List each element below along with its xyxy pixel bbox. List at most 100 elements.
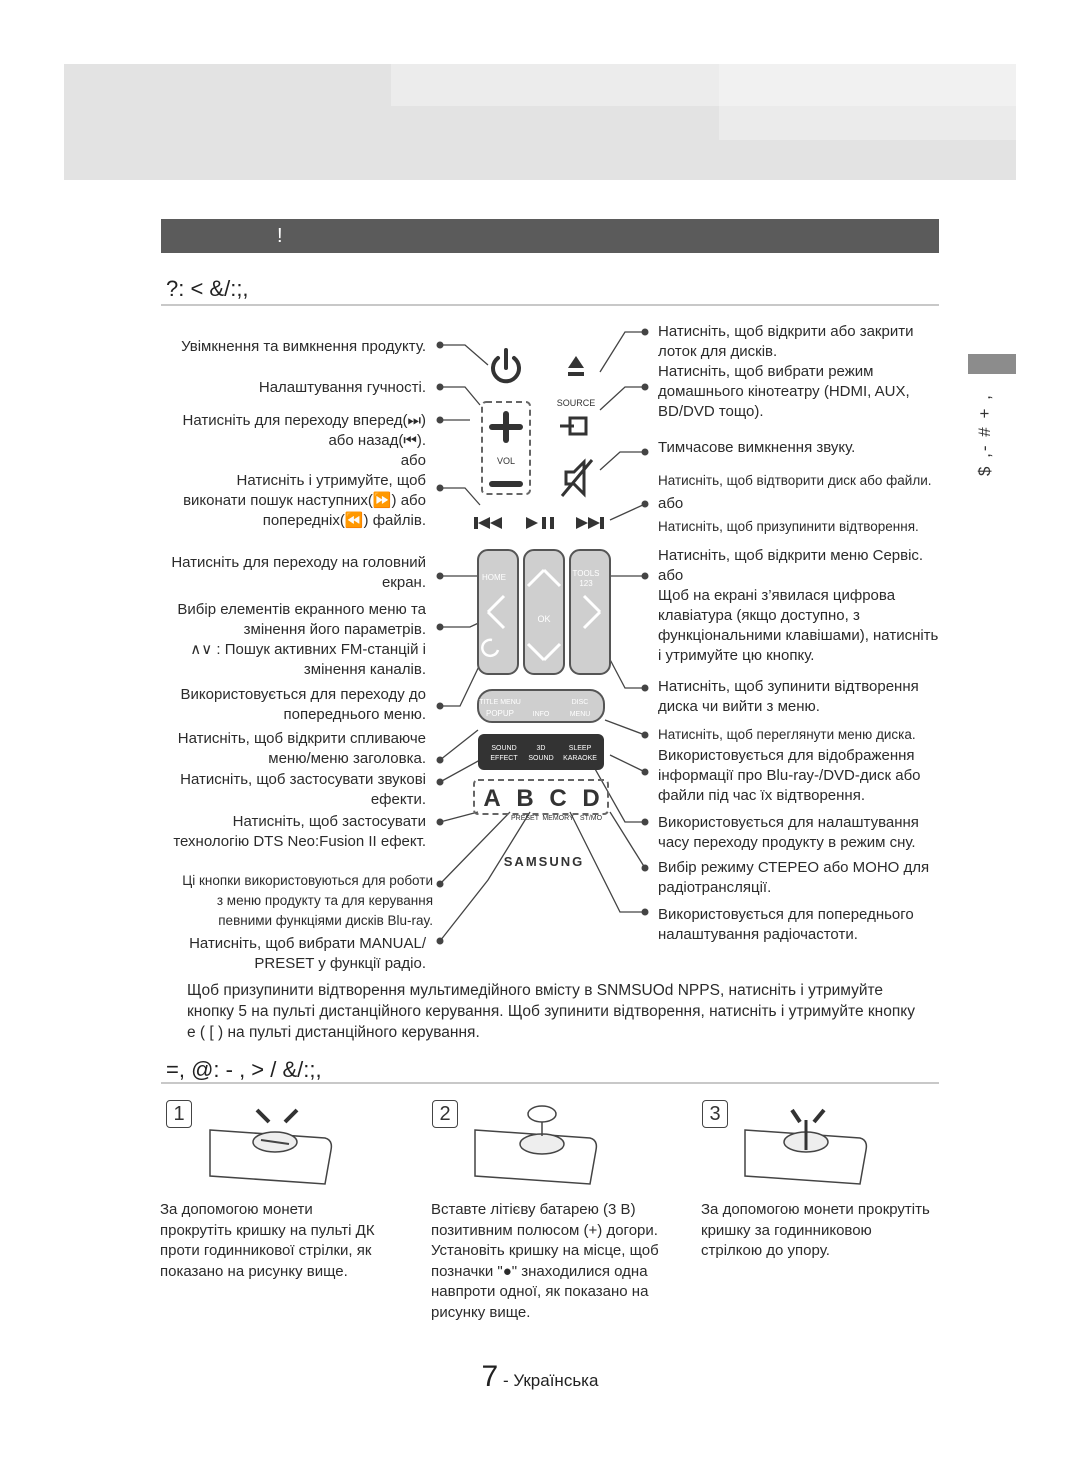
step-text-line: За допомогою монети bbox=[160, 1201, 313, 1218]
a-button: A bbox=[483, 785, 500, 812]
label-memory-line2: налаштування радіочастоти. bbox=[658, 926, 858, 943]
step-text-line: позитивним полюсом (+) догори. bbox=[431, 1221, 658, 1239]
label-home: Натисніть для переходу на головний екран… bbox=[140, 553, 426, 593]
return-icon bbox=[481, 638, 500, 657]
menu-button-row bbox=[477, 689, 605, 723]
callout-dot bbox=[436, 383, 444, 391]
label-mute: Тимчасове вимкнення звуку. bbox=[658, 439, 856, 456]
c-button: C bbox=[549, 785, 566, 812]
pause-icon bbox=[542, 517, 546, 529]
info-label: INFO bbox=[533, 711, 550, 718]
sound-label: SOUND bbox=[491, 745, 516, 752]
callout-lines bbox=[436, 328, 649, 945]
callout-dot bbox=[436, 623, 444, 631]
abcd-frame bbox=[473, 779, 609, 815]
prev-icon bbox=[474, 517, 478, 529]
callout-dot bbox=[436, 880, 444, 888]
label-return-line2: попереднього меню. bbox=[283, 706, 427, 723]
label-fm-line2: змінення каналів. bbox=[303, 661, 426, 678]
label-dts-line1: Натисніть, щоб застосувати bbox=[232, 813, 426, 830]
label-power: Увімкнення та вимкнення продукту. bbox=[181, 338, 426, 355]
callout-dot bbox=[641, 768, 649, 776]
popup-label: POPUP bbox=[486, 709, 514, 718]
memory-label: MEMORY bbox=[542, 815, 574, 822]
sound2-label: SOUND bbox=[528, 755, 553, 762]
effect-label: EFFECT bbox=[490, 755, 518, 762]
step-text-line: Установіть кришку на місце, щоб bbox=[431, 1242, 659, 1259]
note-line3: e ( [ ) на пульті дистанційного керуванн… bbox=[187, 1024, 480, 1041]
label-exit-line1: Натисніть, щоб зупинити відтворення bbox=[658, 678, 919, 695]
callout-dot bbox=[436, 416, 444, 424]
right-column bbox=[569, 549, 611, 675]
label-sleep-line2: часу переходу продукту в режим сну. bbox=[658, 834, 916, 851]
callout-dot bbox=[641, 328, 649, 336]
step-text-line: прокрутіть кришку на пульті ДК bbox=[160, 1221, 375, 1239]
callout-line bbox=[599, 386, 645, 411]
label-volume: Налаштування гучності. bbox=[258, 379, 426, 396]
callout-line bbox=[609, 811, 646, 869]
callout-dot bbox=[641, 908, 649, 916]
callout-line bbox=[440, 386, 481, 406]
label-info-line3: файли під час їх відтворення. bbox=[658, 787, 866, 804]
callout-dot bbox=[436, 756, 444, 764]
label-stmo-line1: Вибір режиму СТЕРЕО або МОНО для bbox=[658, 859, 930, 876]
step-3-number: 3 bbox=[702, 1100, 728, 1128]
source-icon bbox=[560, 416, 588, 436]
label-skip-line2: або назад(⏮). bbox=[328, 432, 426, 449]
label-memory-line1: Використовується для попереднього bbox=[658, 906, 914, 923]
callout-line bbox=[609, 754, 646, 773]
preset-label: PRESET bbox=[511, 815, 540, 822]
pause-note: Щоб призупинити відтворення мультимедійн… bbox=[187, 980, 947, 1043]
note-line2: кнопку 5 на пульті дистанційного керуван… bbox=[187, 1003, 915, 1020]
label-or3: або bbox=[658, 567, 684, 584]
remote-heading: ?: < &/:;, bbox=[166, 276, 249, 301]
label-pause: Натисніть, щоб призупинити відтворення. bbox=[658, 519, 919, 534]
label-return-line1: Використовується для переходу до bbox=[180, 686, 426, 703]
next-icon bbox=[576, 517, 588, 529]
banner-block bbox=[719, 106, 1016, 140]
header-banner bbox=[64, 64, 1016, 180]
label-tools: Натисніть, щоб відкрити меню Сервіс. або… bbox=[658, 546, 958, 666]
step-1-text: За допомогою монети прокрутіть кришку на… bbox=[160, 1200, 410, 1282]
power-icon bbox=[491, 348, 521, 384]
callout-dot bbox=[641, 572, 649, 580]
samsung-logo: SAMSUNG bbox=[504, 854, 584, 869]
callout-line bbox=[439, 811, 479, 823]
label-eject-line2: лоток для дисків. bbox=[658, 343, 778, 360]
label-memory: Використовується для попереднього налашт… bbox=[658, 905, 958, 945]
callout-dot bbox=[641, 731, 649, 739]
step-text-line: позначки "●" знаходилися одна bbox=[431, 1262, 648, 1280]
label-select-line1: Вибір елементів екранного меню та bbox=[177, 601, 426, 618]
callout-line bbox=[609, 503, 646, 521]
banner-block bbox=[391, 64, 719, 106]
callout-dot bbox=[436, 702, 444, 710]
callout-line bbox=[599, 331, 645, 373]
label-popup-line1: Натисніть, щоб відкрити спливаюче bbox=[177, 730, 426, 747]
label-source-line2: домашнього кінотеатру (HDMI, AUX, bbox=[658, 383, 910, 400]
callout-line bbox=[439, 811, 531, 942]
callout-dot bbox=[641, 818, 649, 826]
label-or2: або bbox=[658, 495, 684, 512]
label-info-line2: інформації про Blu-ray-/DVD-диск або bbox=[658, 767, 921, 784]
label-sound-line1: Натисніть, щоб застосувати звукові bbox=[180, 771, 426, 788]
label-play: Натисніть, щоб відтворити диск або файли… bbox=[658, 473, 932, 488]
label-abcd: Ці кнопки використовуються для роботи з … bbox=[140, 871, 433, 931]
direction-arrows bbox=[486, 568, 602, 662]
tools-label: TOOLS bbox=[573, 569, 600, 578]
disc-label: DISC bbox=[572, 699, 589, 706]
label-select-line2: змінення його параметрів. bbox=[243, 621, 426, 638]
callout-line bbox=[604, 649, 645, 689]
label-preset: Натисніть, щоб вибрати MANUAL/ PRESET у … bbox=[140, 934, 426, 974]
callout-line bbox=[440, 659, 483, 707]
source-label: SOURCE bbox=[557, 398, 596, 408]
battery-heading: =, @: - , > / &/:;, bbox=[166, 1057, 322, 1082]
label-eject: Натисніть, щоб відкрити або закрити лото… bbox=[658, 322, 958, 422]
center-column bbox=[523, 549, 565, 675]
label-return: Використовується для переходу до поперед… bbox=[140, 685, 426, 725]
label-search-line3: попередніх(⏪) файлів. bbox=[262, 512, 426, 529]
callout-line bbox=[604, 719, 646, 736]
step-text-line: кришку за годинниковою bbox=[701, 1221, 872, 1239]
label-fm-line1: ∧∨ : Пошук активних FM-станцій і bbox=[190, 641, 426, 658]
tools-num-label: 123 bbox=[579, 579, 593, 588]
label-stmo: Вибір режиму СТЕРЕО або МОНО для радіотр… bbox=[658, 858, 958, 898]
